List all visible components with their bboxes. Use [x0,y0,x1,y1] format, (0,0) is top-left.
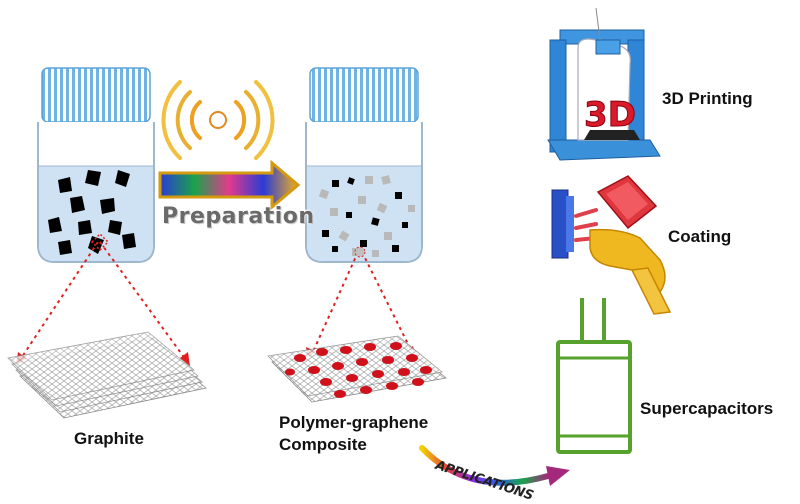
app-label-3d-printing: 3D Printing [662,89,753,108]
preparation-arrow-icon [158,159,301,211]
zoom-lines [19,241,413,361]
preparation-label: Preparation [162,204,315,229]
spray-gun-icon [551,175,672,315]
graphite-jar [37,67,155,263]
composite-label-line1: Polymer-graphene [279,413,429,432]
composite-jar [305,67,423,263]
app-label-supercapacitors: Supercapacitors [640,399,774,418]
applications-arrow-icon [419,445,570,486]
graphite-label: Graphite [74,429,144,448]
3d-printer-icon: 3D [547,7,661,161]
composite-label-line2: Composite [279,435,367,454]
graphite-zoom-source [90,232,110,252]
ultrasound-waves-icon [161,80,275,160]
printer-badge: 3D [584,95,636,135]
capacitor-icon [556,298,632,454]
app-label-coating: Coating [668,227,732,246]
composite-zoom-source [354,246,366,258]
graphite-sheets [7,331,207,419]
composite-sheet [267,335,447,403]
